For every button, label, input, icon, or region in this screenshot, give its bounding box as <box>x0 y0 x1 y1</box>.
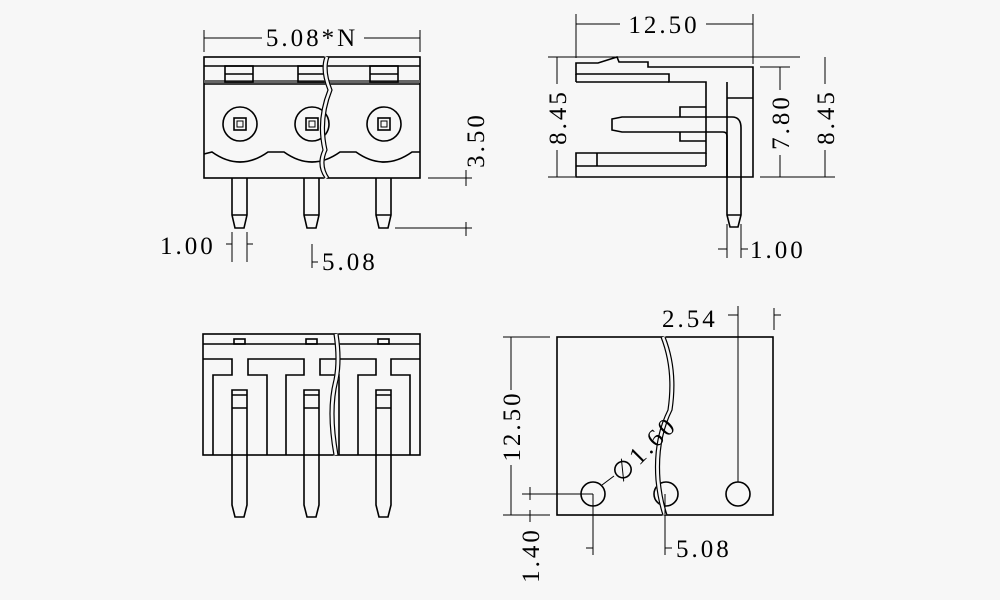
footprint-view: 12.50 1.40 2.54 ∅1.60 5.08 <box>499 306 781 583</box>
front-tabs <box>224 65 399 83</box>
front-view: 5.08*N 3.50 1.00 5.08 <box>160 25 490 276</box>
footprint-dimensions <box>503 306 781 555</box>
bottom-ribs <box>203 358 420 455</box>
front-body <box>203 56 421 179</box>
bottom-view <box>202 333 421 518</box>
break-line <box>329 333 341 456</box>
break-line <box>319 56 333 179</box>
hole-2 <box>653 481 679 507</box>
front-pins <box>231 178 392 229</box>
footprint-height-dim: 12.50 <box>499 390 526 461</box>
front-dimensions <box>203 30 472 268</box>
footprint-offset-dim: 1.40 <box>518 527 545 583</box>
wire-entry-scallops <box>203 151 420 163</box>
side-depth-dim: 12.50 <box>628 12 699 39</box>
side-body <box>575 56 754 178</box>
front-height-dim: 3.50 <box>463 112 490 168</box>
side-view: 12.50 8.45 7.80 8.45 1.00 <box>545 12 840 264</box>
side-right-height-dim: 8.45 <box>813 89 840 145</box>
footprint-edge-dim: 2.54 <box>662 306 718 333</box>
side-left-height-dim: 8.45 <box>545 89 572 145</box>
bottom-body <box>202 333 421 456</box>
hole-3 <box>725 481 751 507</box>
side-inner-height-dim: 7.80 <box>768 94 795 150</box>
bottom-pins <box>231 389 392 518</box>
side-pin-dim: 1.00 <box>750 237 806 264</box>
side-dimensions <box>548 14 835 258</box>
front-pitch-dim: 5.08 <box>322 249 378 276</box>
front-width-dim: 5.08*N <box>266 25 358 52</box>
footprint-hole-dim: ∅1.60 <box>607 412 683 488</box>
break-line <box>654 336 675 516</box>
screw-holes <box>222 106 402 142</box>
side-pin <box>611 116 742 228</box>
front-pin-dim: 1.00 <box>160 233 216 260</box>
footprint-pitch-dim: 5.08 <box>676 536 732 563</box>
